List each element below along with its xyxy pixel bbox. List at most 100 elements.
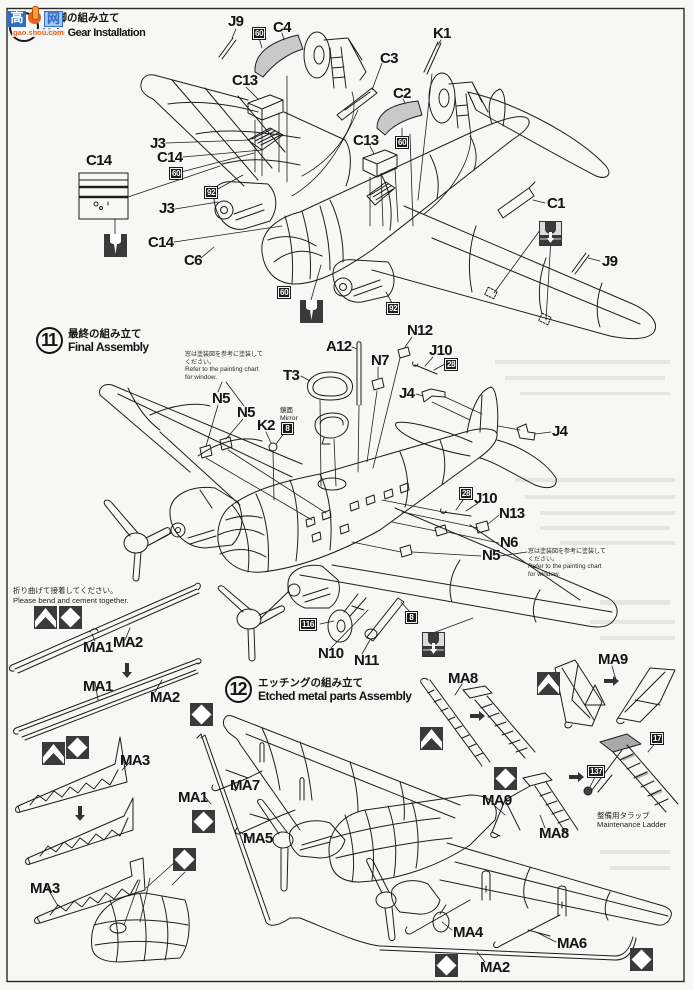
part-label: C14 bbox=[157, 149, 183, 166]
right-spinner bbox=[236, 608, 262, 630]
step-12-heading-jp: エッチングの組み立て bbox=[258, 677, 363, 689]
final-ladder bbox=[591, 744, 679, 813]
part-label: MA3 bbox=[120, 752, 150, 769]
part-label: MA1 bbox=[83, 678, 113, 695]
color-ref-badge: 92 bbox=[387, 303, 400, 314]
c3-strip bbox=[336, 87, 378, 121]
note-en-line: Refer to the painting chart bbox=[528, 563, 602, 570]
note-en-line: for window. bbox=[528, 570, 560, 578]
right-wing-outline bbox=[439, 842, 672, 926]
note-jp-line: 窓は塗装図を参考に塗装して bbox=[185, 351, 263, 358]
drill-hole-mark bbox=[538, 312, 552, 326]
note-en-line: Refer to the painting chart bbox=[185, 366, 259, 373]
drill-hole-icon bbox=[539, 221, 562, 246]
diamond-bend-icon bbox=[435, 954, 458, 977]
watermark-char-left: 高 bbox=[8, 11, 26, 27]
drill-hole-icon bbox=[422, 632, 445, 657]
mirror-label-en: Mirror bbox=[280, 415, 298, 422]
arrow-down-icon bbox=[75, 806, 85, 821]
ma1-rod-separated bbox=[13, 658, 202, 735]
ma3-lattice-flat bbox=[15, 736, 128, 813]
diamond-bend-icon bbox=[630, 948, 653, 971]
assembly-guide-lines bbox=[254, 73, 472, 227]
fuselage-cockpit bbox=[328, 794, 497, 883]
ma4-wire bbox=[405, 899, 471, 935]
thumbs-up-icon bbox=[27, 5, 42, 27]
part-label: C2 bbox=[393, 85, 411, 102]
assembly-guide-lines bbox=[205, 357, 521, 553]
ladder-caption-en: Maintenance Ladder bbox=[597, 820, 667, 829]
ma8-bent bbox=[462, 685, 536, 759]
left-wing-panel-lines bbox=[167, 79, 301, 181]
nose-section bbox=[91, 892, 190, 963]
part-label: K2 bbox=[257, 417, 275, 434]
watermark-site: gao.shou.com bbox=[12, 28, 65, 37]
part-label: J4 bbox=[399, 385, 415, 402]
left-propeller bbox=[103, 499, 172, 582]
tailplane bbox=[467, 88, 610, 178]
left-wing-panel-lines bbox=[245, 727, 456, 821]
diamond-bend-icon bbox=[59, 606, 82, 629]
step-10-heading-en: Main Gear Installation bbox=[42, 27, 146, 39]
part-label: MA2 bbox=[113, 634, 143, 651]
c4-c2-gear-doors bbox=[254, 34, 423, 136]
right-propeller bbox=[366, 858, 396, 941]
bend-note-en: Please bend and cement together. bbox=[13, 596, 129, 605]
part-label: J3 bbox=[150, 135, 166, 152]
step-11-heading-jp: 最終の組み立て bbox=[68, 328, 142, 340]
part-label: MA4 bbox=[453, 924, 483, 941]
c13-covers bbox=[247, 94, 398, 178]
part-label: MA1 bbox=[83, 639, 113, 656]
main-gear-aircraft-drawing bbox=[78, 31, 656, 340]
part-label: C13 bbox=[232, 72, 258, 89]
fuselage-outline bbox=[217, 428, 498, 573]
c14-part-bands bbox=[78, 185, 129, 199]
watermark-char-right: 网 bbox=[44, 11, 63, 27]
ma2-rod-separated bbox=[21, 669, 199, 741]
drill-hole-mark bbox=[484, 286, 498, 300]
part-label: J9 bbox=[602, 253, 618, 270]
color-ref-badge: 28 bbox=[445, 359, 458, 370]
note-jp-line: 窓は塗装図を参考に塗装して bbox=[528, 548, 606, 555]
valley-fold-icon bbox=[42, 742, 65, 765]
cement-icon bbox=[300, 300, 323, 323]
part-label: MA9 bbox=[598, 651, 628, 668]
ma9-flat bbox=[554, 659, 606, 729]
right-wing-outline bbox=[371, 205, 656, 340]
nose-glazing bbox=[217, 493, 269, 573]
part-label: MA7 bbox=[230, 777, 260, 794]
right-spinner bbox=[375, 891, 397, 909]
right-wing-panel-lines bbox=[331, 524, 613, 623]
part-label: J3 bbox=[159, 200, 175, 217]
window-panes bbox=[305, 482, 410, 543]
valley-fold-icon bbox=[34, 606, 57, 629]
color-ref-badge: 60 bbox=[396, 137, 409, 148]
right-wing-panel-lines bbox=[454, 861, 669, 921]
arrow-right-icon bbox=[569, 772, 584, 782]
part-label: N11 bbox=[354, 652, 379, 669]
right-propeller bbox=[217, 585, 289, 662]
step-11-heading-en: Final Assembly bbox=[68, 340, 149, 354]
fuselage-ribs bbox=[289, 439, 446, 562]
part-label: T3 bbox=[283, 367, 300, 384]
k1-rod bbox=[423, 41, 442, 75]
part-label: MA8 bbox=[539, 825, 569, 842]
ma3-lattice-bent bbox=[25, 797, 134, 865]
c14-part bbox=[78, 172, 129, 220]
a12-antenna-mast bbox=[356, 341, 362, 406]
right-engine-nacelle bbox=[391, 880, 441, 915]
n11-part bbox=[364, 628, 378, 640]
ma6-wire bbox=[493, 914, 561, 949]
part-label: N12 bbox=[407, 322, 433, 339]
color-ref-badge: 17 bbox=[651, 733, 664, 744]
part-label: MA1 bbox=[178, 789, 208, 806]
left-engine-front bbox=[214, 200, 234, 220]
part-label: MA5 bbox=[243, 830, 273, 847]
window-paint-note: 窓は塗装図を参考に塗装して ください。 Refer to the paintin… bbox=[185, 351, 263, 381]
left-engine-nacelle bbox=[169, 486, 243, 549]
arrow-right-icon bbox=[470, 711, 485, 721]
part-label: MA8 bbox=[448, 670, 478, 687]
final-ladder-rung-shading bbox=[621, 753, 663, 797]
